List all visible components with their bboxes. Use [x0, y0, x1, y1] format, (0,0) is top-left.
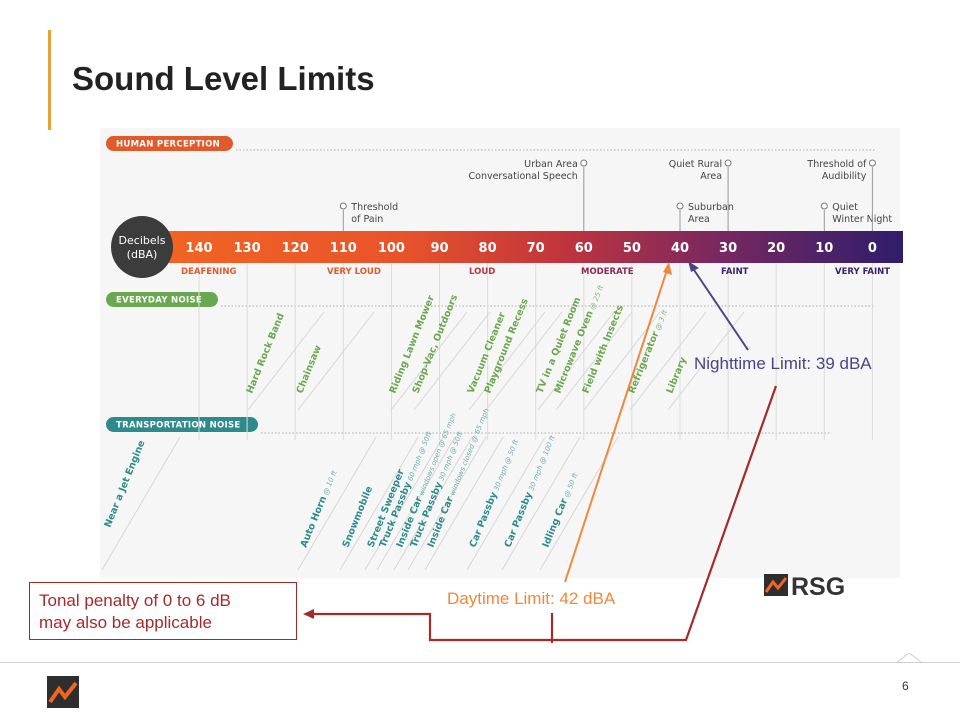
svg-text:Quiet: Quiet — [832, 202, 858, 213]
nighttime-limit-arrow — [688, 261, 749, 351]
svg-text:Conversational Speech: Conversational Speech — [469, 171, 578, 182]
daytime-limit-arrow — [564, 262, 672, 583]
svg-text:Winter Night: Winter Night — [832, 214, 892, 225]
category-very-faint: VERY FAINT — [835, 267, 890, 277]
svg-text:Suburban: Suburban — [688, 202, 734, 213]
everyday-noise-pill: EVERYDAY NOISE — [106, 292, 875, 307]
tick-label-0: 0 — [868, 241, 877, 256]
svg-text:Area: Area — [700, 171, 722, 182]
svg-text:Audibility: Audibility — [822, 171, 867, 182]
category-very-loud: VERY LOUD — [327, 267, 381, 277]
tonal-penalty-connector — [303, 385, 778, 643]
tick-label-110: 110 — [330, 241, 357, 256]
decibel-badge: Decibels (dBA) — [111, 216, 173, 278]
tick-label-30: 30 — [719, 241, 737, 256]
footer-divider — [0, 662, 960, 663]
tick-label-50: 50 — [623, 241, 641, 256]
tick-label-130: 130 — [234, 241, 261, 256]
tick-label-70: 70 — [527, 241, 545, 256]
tick-label-20: 20 — [767, 241, 785, 256]
category-faint: FAINT — [721, 267, 749, 277]
category-moderate: MODERATE — [581, 267, 634, 277]
slide-title: Sound Level Limits — [72, 60, 375, 97]
svg-text:HUMAN PERCEPTION: HUMAN PERCEPTION — [116, 140, 220, 150]
svg-text:Area: Area — [688, 214, 710, 225]
corner-logo-icon — [47, 676, 79, 713]
rsg-logo: RSG — [764, 570, 856, 607]
tick-label-90: 90 — [430, 241, 448, 256]
loudness-categories: DEAFENING VERY LOUD LOUD MODERATE FAINT … — [181, 267, 890, 277]
title-accent-bar — [48, 30, 51, 130]
svg-text:Threshold: Threshold — [350, 202, 398, 213]
footer-notch-icon — [897, 653, 921, 663]
tonal-penalty-note: Tonal penalty of 0 to 6 dB may also be a… — [29, 582, 297, 640]
svg-text:TRANSPORTATION NOISE: TRANSPORTATION NOISE — [116, 421, 241, 431]
svg-text:Quiet Rural: Quiet Rural — [669, 159, 722, 170]
tick-label-140: 140 — [185, 241, 212, 256]
infographic-background — [100, 128, 900, 578]
nighttime-limit-label: Nighttime Limit: 39 dBA — [694, 354, 872, 373]
svg-text:EVERYDAY NOISE: EVERYDAY NOISE — [116, 296, 202, 306]
decibel-scale-bar — [150, 231, 903, 263]
svg-text:(dBA): (dBA) — [127, 248, 158, 261]
tick-label-80: 80 — [479, 241, 497, 256]
category-deafening: DEAFENING — [181, 267, 236, 277]
human-perception-pill: HUMAN PERCEPTION — [106, 136, 875, 151]
tick-label-60: 60 — [575, 241, 593, 256]
daytime-limit-label: Daytime Limit: 42 dBA — [447, 589, 616, 608]
tick-label-40: 40 — [671, 241, 689, 256]
svg-text:of Pain: of Pain — [351, 214, 383, 225]
svg-text:RSG: RSG — [791, 573, 845, 601]
tick-label-10: 10 — [815, 241, 833, 256]
tick-label-120: 120 — [282, 241, 309, 256]
svg-text:Threshold of: Threshold of — [806, 159, 867, 170]
svg-text:Urban Area: Urban Area — [524, 159, 578, 170]
page-number: 6 — [902, 679, 909, 693]
category-loud: LOUD — [469, 267, 495, 277]
transportation-noise-pill: TRANSPORTATION NOISE — [106, 417, 830, 434]
svg-text:Decibels: Decibels — [119, 234, 166, 247]
tonal-penalty-line1: Tonal penalty of 0 to 6 dB — [39, 591, 231, 610]
tick-label-100: 100 — [378, 241, 405, 256]
tonal-penalty-line2: may also be applicable — [39, 613, 212, 632]
